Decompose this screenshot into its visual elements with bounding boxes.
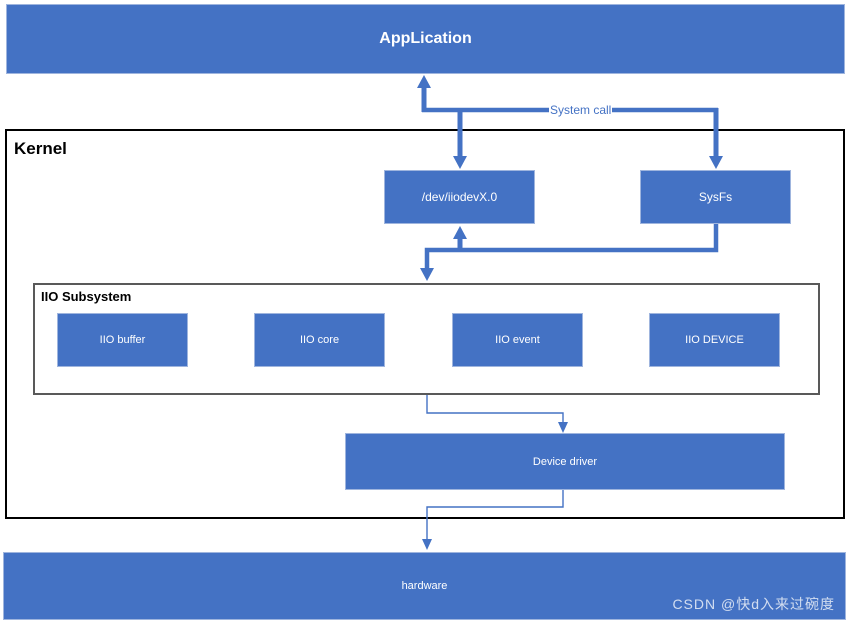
dev-node-label: /dev/iiodevX.0 bbox=[421, 190, 498, 204]
iio-event-box: IIO event bbox=[452, 313, 583, 367]
application-label: AppLication bbox=[379, 30, 472, 47]
application-banner: AppLication bbox=[6, 4, 845, 74]
arrow-up-to-application bbox=[417, 75, 431, 112]
device-driver-label: Device driver bbox=[532, 455, 598, 468]
kernel-container: Kernel bbox=[5, 129, 845, 519]
iio-buffer-label: IIO buffer bbox=[99, 334, 146, 346]
sysfs-box: SysFs bbox=[640, 170, 791, 224]
hardware-label: hardware bbox=[401, 580, 448, 592]
hardware-banner: hardware CSDN @快d入来过碗度 bbox=[3, 552, 846, 620]
system-call-label: System call bbox=[549, 103, 613, 117]
iio-device-box: IIO DEVICE bbox=[649, 313, 780, 367]
iio-core-label: IIO core bbox=[299, 334, 340, 346]
iio-subsystem-container: IIO Subsystem IIO buffer IIO core IIO ev… bbox=[33, 283, 820, 395]
iio-event-label: IIO event bbox=[495, 334, 540, 346]
iio-core-box: IIO core bbox=[254, 313, 385, 367]
dev-node-box: /dev/iiodevX.0 bbox=[384, 170, 535, 224]
kernel-label: Kernel bbox=[14, 139, 67, 158]
iio-buffer-box: IIO buffer bbox=[57, 313, 188, 367]
sysfs-label: SysFs bbox=[698, 190, 733, 204]
device-driver-box: Device driver bbox=[345, 433, 785, 490]
iio-device-label: IIO DEVICE bbox=[685, 334, 744, 346]
iio-subsystem-label: IIO Subsystem bbox=[41, 289, 132, 304]
watermark-text: CSDN @快d入来过碗度 bbox=[672, 596, 835, 612]
